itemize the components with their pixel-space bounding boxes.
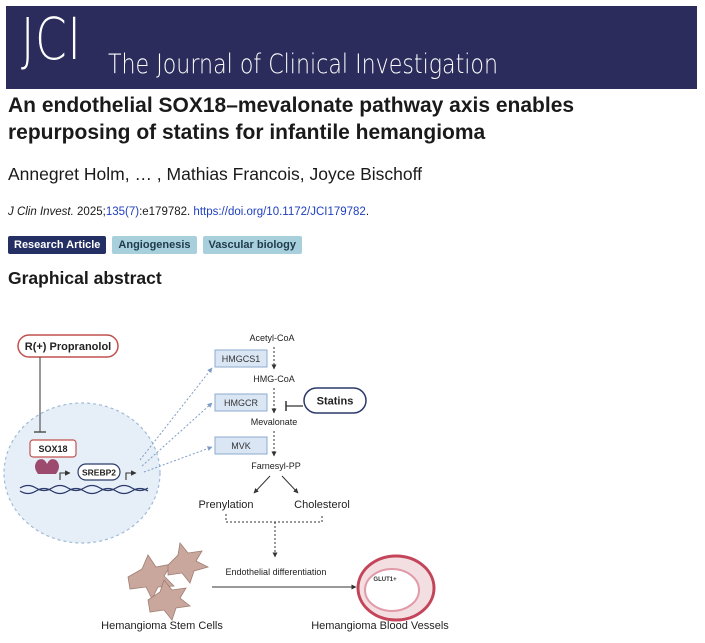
citation-end: . <box>365 206 370 218</box>
enzyme-box-mvk <box>214 436 268 455</box>
converge-bracket <box>225 514 323 523</box>
enzyme-box-hmgcr <box>214 393 268 412</box>
tag-angiogenesis[interactable]: Angiogenesis <box>112 236 197 254</box>
journal-banner[interactable]: JCI The Journal of Clinical Investigatio… <box>6 6 697 89</box>
citation: J Clin Invest. 2025;135(7):e179782. http… <box>8 206 369 218</box>
branch-arrow-prenylation <box>253 475 271 494</box>
pathway-farnesyl-pp: Farnesyl-PP <box>251 461 301 471</box>
pathway-acetyl-coa: Acetyl-CoA <box>249 333 294 343</box>
differentiation-label: Endothelial differentiation <box>226 567 327 577</box>
promoter-arrow <box>59 470 71 480</box>
stem-cell-2 <box>167 542 210 584</box>
doi-link[interactable]: https://doi.org/10.1172/JCI179782 <box>193 206 366 218</box>
enzyme-label-mvk: MVK <box>231 441 251 451</box>
srebp2-box <box>77 463 121 481</box>
volume-link[interactable]: 135(7) <box>105 206 140 218</box>
propranolol-label: R(+) Propranolol <box>25 341 111 353</box>
enzyme-box-hmgcs1 <box>214 349 268 368</box>
regulation-arrow-mvk <box>143 446 213 473</box>
pathway-hmg-coa: HMG-CoA <box>253 374 295 384</box>
promoter-arrow-2 <box>125 470 137 480</box>
blood-vessels-label: Hemangioma Blood Vessels <box>311 620 449 632</box>
article-authors: Annegret Holm, … , Mathias Francois, Joy… <box>8 164 423 184</box>
dna-strand-top <box>19 484 149 492</box>
pathway-mevalonate: Mevalonate <box>251 417 298 427</box>
propranolol-pill <box>17 334 119 358</box>
sox18-label: SOX18 <box>38 444 67 454</box>
srebp2-label: SREBP2 <box>82 468 116 478</box>
stem-cells-label: Hemangioma Stem Cells <box>101 620 223 632</box>
graphical-abstract-heading: Graphical abstract <box>8 268 162 288</box>
cholesterol-label: Cholesterol <box>294 499 350 511</box>
citation-year: 2025; <box>73 206 106 218</box>
prenylation-label: Prenylation <box>198 499 253 511</box>
article-tags: Research Article Angiogenesis Vascular b… <box>8 236 302 254</box>
vessel-lumen <box>364 568 420 612</box>
stem-cell-1 <box>127 554 175 600</box>
tag-research-article[interactable]: Research Article <box>8 236 107 254</box>
glut1-label: GLUT1+ <box>373 577 397 583</box>
article-title: An endothelial SOX18–mevalonate pathway … <box>8 94 575 144</box>
statins-label: Statins <box>317 396 354 408</box>
sox18-box <box>29 439 77 458</box>
graphical-abstract-figure: R(+) Propranolol SOX18 SREBP2 HMGCS1 HMG… <box>3 333 449 632</box>
citation-journal: J Clin Invest. <box>8 206 74 218</box>
enzyme-label-hmgcr: HMGCR <box>224 398 258 408</box>
statins-pill <box>303 387 367 414</box>
citation-article-id: :e179782. <box>139 206 194 218</box>
regulation-arrow-hmgcs1 <box>139 367 213 461</box>
journal-name: The Journal of Clinical Investigation <box>108 49 498 80</box>
dna-strand-bottom <box>19 487 149 495</box>
enzyme-label-hmgcs1: HMGCS1 <box>222 354 261 364</box>
stem-cell-3 <box>147 579 191 621</box>
branch-arrow-cholesterol <box>281 475 299 494</box>
jci-logo: JCI <box>21 5 82 73</box>
tag-vascular-biology[interactable]: Vascular biology <box>202 236 302 254</box>
sox18-protein-icon <box>35 459 59 474</box>
